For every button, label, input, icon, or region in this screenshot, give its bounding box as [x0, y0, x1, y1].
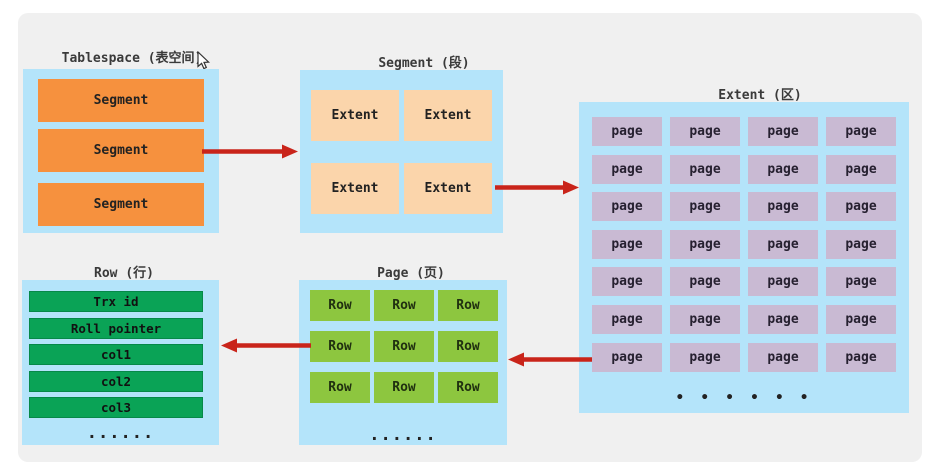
extent-title: Extent (区) [718, 88, 802, 103]
segment-title: Segment (段) [378, 56, 470, 71]
page-cell: page [826, 117, 896, 146]
extent-box: Extent [311, 163, 399, 214]
row-container: Trx id Roll pointer col1 col2 col3 .....… [22, 280, 219, 445]
page-container: Row Row Row Row Row Row Row Row Row ....… [299, 280, 507, 445]
row-title: Row (行) [94, 266, 154, 281]
row-cell: Row [438, 290, 498, 321]
segment-box: Segment [38, 183, 204, 226]
page-cell: page [592, 304, 662, 334]
row-cell: Row [310, 372, 370, 403]
page-cell: page [826, 192, 896, 222]
page-cell: page [826, 154, 896, 184]
page-cell: page [670, 267, 740, 297]
row-field-roll-pointer: Roll pointer [29, 317, 203, 339]
page-cell: page [670, 154, 740, 184]
arrow-segment-to-extent [495, 180, 579, 195]
page-cell: page [826, 229, 896, 259]
row-field-col1: col1 [29, 344, 203, 365]
extent-box: Extent [404, 163, 492, 214]
page-cell: page [826, 267, 896, 297]
page-cell: page [748, 304, 818, 334]
page-cell: page [592, 192, 662, 222]
tablespace-container: Segment Segment Segment [23, 69, 219, 233]
row-cell: Row [310, 331, 370, 362]
page-grid: page page page page page page page page … [592, 117, 896, 372]
extent-container: page page page page page page page page … [579, 102, 909, 413]
row-field-list: Trx id Roll pointer col1 col2 col3 [29, 291, 203, 418]
row-cell: Row [374, 372, 434, 403]
tablespace-title: Tablespace (表空间) [61, 51, 203, 66]
page-cell: page [592, 117, 662, 146]
page-cell: page [592, 229, 662, 259]
page-cell: page [670, 192, 740, 222]
segment-box: Segment [38, 79, 204, 122]
row-cell: Row [310, 290, 370, 321]
page-cell: page [826, 304, 896, 334]
page-cell: page [670, 304, 740, 334]
page-cell: page [748, 267, 818, 297]
row-cell: Row [374, 290, 434, 321]
row-field-trx-id: Trx id [29, 291, 203, 312]
segment-box: Segment [38, 129, 204, 172]
row-ellipsis: ...... [86, 423, 155, 443]
page-title: Page (页) [377, 266, 445, 281]
arrow-tablespace-to-segment [202, 144, 298, 159]
arrow-page-to-row [221, 338, 311, 353]
page-cell: page [592, 342, 662, 372]
page-ellipsis: ...... [369, 425, 437, 445]
row-field-col2: col2 [29, 370, 203, 392]
page-cell: page [592, 154, 662, 184]
extent-ellipsis: • • • • • • [675, 390, 813, 406]
row-cell: Row [374, 331, 434, 362]
extent-box: Extent [311, 90, 399, 141]
page-cell: page [748, 154, 818, 184]
page-cell: page [748, 117, 818, 146]
row-cell: Row [438, 331, 498, 362]
page-cell: page [748, 229, 818, 259]
extent-box: Extent [404, 90, 492, 141]
row-cell: Row [438, 372, 498, 403]
row-grid: Row Row Row Row Row Row Row Row Row [310, 290, 498, 403]
mouse-cursor-icon [197, 51, 211, 70]
page-cell: page [748, 342, 818, 372]
page-cell: page [826, 342, 896, 372]
page-cell: page [592, 267, 662, 297]
page-cell: page [670, 117, 740, 146]
segment-container: Extent Extent Extent Extent [300, 70, 503, 233]
row-field-col3: col3 [29, 397, 203, 418]
page-cell: page [670, 342, 740, 372]
arrow-extent-to-page [508, 352, 592, 367]
page-cell: page [670, 229, 740, 259]
page-cell: page [748, 192, 818, 222]
